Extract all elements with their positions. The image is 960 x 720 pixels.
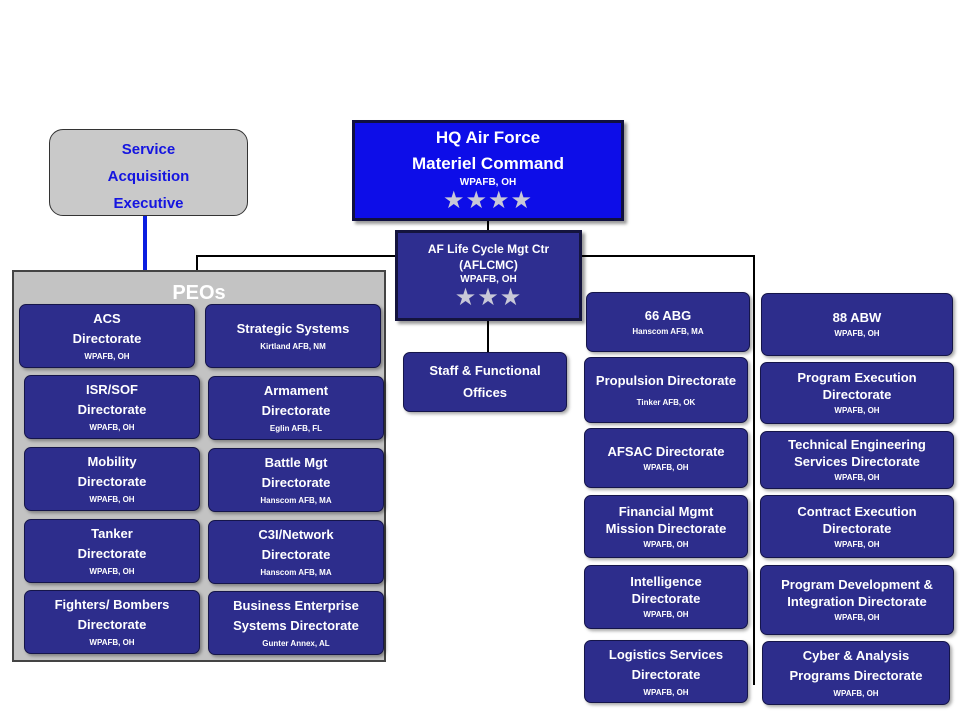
dir-box-technical-engineering: Technical Engineering Services Directora… bbox=[760, 431, 954, 489]
dir-location: WPAFB, OH bbox=[834, 329, 880, 338]
staff-functional-offices-box: Staff & Functional Offices bbox=[403, 352, 567, 412]
peo-location: WPAFB, OH bbox=[84, 352, 130, 361]
dir-title: Propulsion Directorate bbox=[595, 372, 737, 388]
peo-box-armament: Armament Directorate Eglin AFB, FL bbox=[208, 376, 384, 440]
peo-box-business-enterprise: Business Enterprise Systems Directorate … bbox=[208, 591, 384, 655]
peo-box-strategic-systems: Strategic Systems Kirtland AFB, NM bbox=[205, 304, 381, 368]
dir-location: WPAFB, OH bbox=[833, 689, 879, 698]
dir-box-program-development: Program Development & Integration Direct… bbox=[760, 565, 954, 635]
dir-title: Cyber & Analysis Programs Directorate bbox=[789, 648, 923, 683]
dir-location: WPAFB, OH bbox=[643, 687, 689, 697]
dir-location: WPAFB, OH bbox=[834, 406, 880, 415]
dir-box-intelligence: Intelligence Directorate WPAFB, OH bbox=[584, 565, 748, 629]
dir-box-88-abw: 88 ABW WPAFB, OH bbox=[761, 293, 953, 356]
peo-location: Kirtland AFB, NM bbox=[260, 342, 326, 351]
peo-location: Hanscom AFB, MA bbox=[260, 568, 332, 577]
dir-title: Intelligence Directorate bbox=[630, 574, 702, 606]
aflcmc-box: AF Life Cycle Mgt Ctr (AFLCMC) WPAFB, OH… bbox=[395, 230, 582, 321]
peo-title: ISR/SOF Directorate bbox=[77, 382, 147, 417]
peo-title: ACS Directorate bbox=[72, 311, 142, 346]
peo-box-fighters-bombers: Fighters/ Bombers Directorate WPAFB, OH bbox=[24, 590, 200, 654]
service-acquisition-executive-box: Service Acquisition Executive bbox=[49, 129, 248, 216]
dir-box-financial-mgmt: Financial Mgmt Mission Directorate WPAFB… bbox=[584, 495, 748, 558]
hq-location: WPAFB, OH bbox=[459, 177, 517, 188]
dir-location: WPAFB, OH bbox=[643, 539, 689, 549]
peo-title: Battle Mgt Directorate bbox=[261, 455, 331, 490]
three-star-icon: ★★★ bbox=[454, 284, 523, 311]
peo-drop-line bbox=[196, 255, 198, 271]
dir-box-propulsion: Propulsion Directorate Tinker AFB, OK bbox=[584, 357, 748, 423]
dir-title: 66 ABG bbox=[644, 307, 692, 323]
aflcmc-to-staff-line bbox=[487, 321, 489, 353]
dir-location: Hanscom AFB, MA bbox=[632, 326, 704, 336]
peo-location: WPAFB, OH bbox=[89, 495, 135, 504]
peo-box-mobility: Mobility Directorate WPAFB, OH bbox=[24, 447, 200, 511]
dir-location: WPAFB, OH bbox=[834, 613, 880, 622]
peo-box-acs: ACS Directorate WPAFB, OH bbox=[19, 304, 195, 368]
dir-location: WPAFB, OH bbox=[643, 462, 689, 472]
dir-location: Tinker AFB, OK bbox=[636, 397, 696, 407]
dir-title: Contract Execution Directorate bbox=[797, 503, 917, 536]
hq-title: HQ Air Force Materiel Command bbox=[411, 128, 565, 173]
peo-title: Armament Directorate bbox=[261, 383, 331, 418]
aflcmc-title: AF Life Cycle Mgt Ctr (AFLCMC) bbox=[427, 242, 550, 272]
dir-box-program-execution: Program Execution Directorate WPAFB, OH bbox=[760, 362, 954, 424]
dir-title: Technical Engineering Services Directora… bbox=[788, 437, 926, 469]
dir-title: Program Execution Directorate bbox=[797, 370, 917, 402]
peo-location: Hanscom AFB, MA bbox=[260, 496, 332, 505]
hq-afmc-box: HQ Air Force Materiel Command WPAFB, OH … bbox=[352, 120, 624, 221]
peo-location: WPAFB, OH bbox=[89, 638, 135, 647]
hq-to-aflcmc-line bbox=[487, 221, 489, 231]
dir-box-66-abg: 66 ABG Hanscom AFB, MA bbox=[586, 292, 750, 352]
peo-title: Tanker Directorate bbox=[77, 526, 147, 561]
peo-panel-title: PEOs bbox=[172, 282, 226, 304]
peo-location: WPAFB, OH bbox=[89, 567, 135, 576]
peo-box-isr-sof: ISR/SOF Directorate WPAFB, OH bbox=[24, 375, 200, 439]
dir-box-cyber-analysis: Cyber & Analysis Programs Directorate WP… bbox=[762, 641, 950, 705]
dir-title: AFSAC Directorate bbox=[607, 443, 725, 459]
dir-title: Financial Mgmt Mission Directorate bbox=[605, 503, 727, 536]
aflcmc-location: WPAFB, OH bbox=[460, 274, 517, 285]
right-vertical-line bbox=[753, 255, 755, 685]
dir-box-afsac: AFSAC Directorate WPAFB, OH bbox=[584, 428, 748, 488]
peo-title: Business Enterprise Systems Directorate bbox=[233, 598, 359, 633]
staff-label: Staff & Functional Offices bbox=[429, 363, 541, 400]
peo-title: C3I/Network Directorate bbox=[258, 527, 334, 562]
peo-location: Gunter Annex, AL bbox=[262, 639, 330, 648]
dir-title: Logistics Services Directorate bbox=[608, 646, 724, 682]
peo-title: Fighters/ Bombers Directorate bbox=[54, 597, 170, 632]
dir-box-logistics-services: Logistics Services Directorate WPAFB, OH bbox=[584, 640, 748, 703]
peo-box-tanker: Tanker Directorate WPAFB, OH bbox=[24, 519, 200, 583]
peo-title: Mobility Directorate bbox=[77, 454, 147, 489]
dir-title: Program Development & Integration Direct… bbox=[781, 577, 933, 609]
dir-title: 88 ABW bbox=[832, 310, 882, 325]
peo-box-c3i-network: C3I/Network Directorate Hanscom AFB, MA bbox=[208, 520, 384, 584]
dir-location: WPAFB, OH bbox=[834, 539, 880, 549]
sae-connector-line bbox=[143, 216, 147, 271]
peo-box-battle-mgt: Battle Mgt Directorate Hanscom AFB, MA bbox=[208, 448, 384, 512]
four-star-icon: ★★★★ bbox=[442, 187, 534, 214]
dir-location: WPAFB, OH bbox=[643, 610, 689, 619]
peo-title: Strategic Systems bbox=[236, 321, 350, 336]
peo-location: Eglin AFB, FL bbox=[269, 424, 323, 433]
peo-location: WPAFB, OH bbox=[89, 423, 135, 432]
dir-location: WPAFB, OH bbox=[834, 473, 880, 482]
dir-box-contract-execution: Contract Execution Directorate WPAFB, OH bbox=[760, 495, 954, 558]
